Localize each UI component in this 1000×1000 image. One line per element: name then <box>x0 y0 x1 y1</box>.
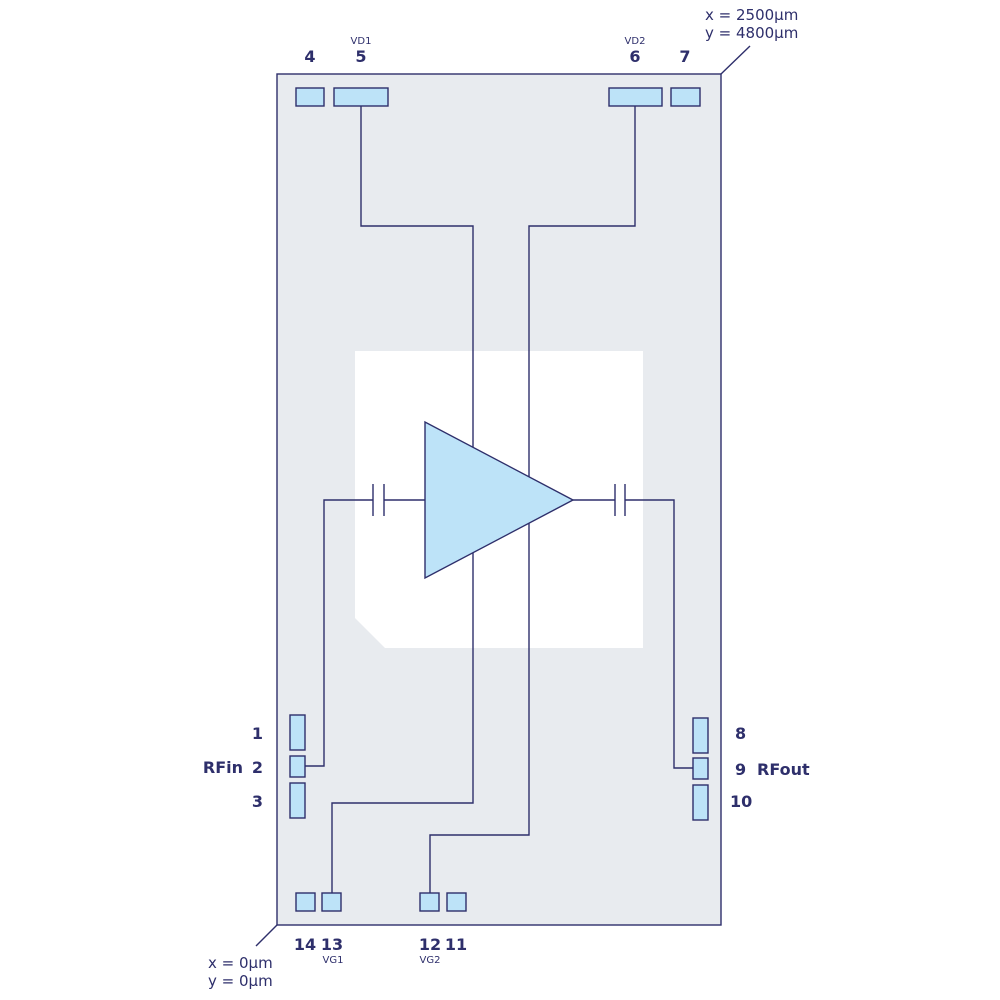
pad-label-7: 7 <box>679 47 690 66</box>
pad-12 <box>419 892 440 912</box>
vg2-label: VG2 <box>420 955 441 966</box>
pad-label-14: 14 <box>294 935 316 954</box>
vd1-wire <box>360 106 474 447</box>
vg1-label: VG1 <box>323 955 344 966</box>
pad-14 <box>295 892 316 912</box>
pad-label-3: 3 <box>252 792 263 811</box>
pad-1 <box>289 714 306 751</box>
pad-label-8: 8 <box>735 724 746 743</box>
pad-4 <box>295 87 325 107</box>
pad-label-5: 5 <box>355 47 366 66</box>
rfout-label: RFout <box>757 760 810 779</box>
pad-label-1: 1 <box>252 724 263 743</box>
pad-2 <box>289 755 306 778</box>
pad-11 <box>446 892 467 912</box>
pad-label-10: 10 <box>730 792 752 811</box>
pad-label-13: 13 <box>321 935 343 954</box>
pad-8 <box>692 717 709 754</box>
pad-label-12: 12 <box>419 935 441 954</box>
vg1-wire <box>331 553 474 893</box>
vd2-label: VD2 <box>625 36 646 47</box>
rfin-label: RFin <box>203 758 243 777</box>
rfin-wire <box>305 499 373 767</box>
pad-label-4: 4 <box>304 47 315 66</box>
rfout-wire <box>625 499 708 769</box>
pad-label-11: 11 <box>445 935 467 954</box>
bottom-corner-leader <box>255 924 278 947</box>
pad-13 <box>321 892 342 912</box>
vd1-label: VD1 <box>351 36 372 47</box>
bottom-coord-x: x = 0µm <box>208 954 273 972</box>
pad-10 <box>692 784 709 821</box>
pad-7 <box>670 87 701 107</box>
pad-label-9: 9 <box>735 760 746 779</box>
pad-9 <box>692 757 709 780</box>
pad-5 <box>333 87 389 107</box>
pad-3 <box>289 782 306 819</box>
amplifier-triangle <box>424 420 575 580</box>
top-coord-x: x = 2500µm <box>705 6 798 24</box>
top-coord-y: y = 4800µm <box>705 24 798 42</box>
top-corner-leader <box>720 45 751 75</box>
bottom-coord-y: y = 0µm <box>208 972 273 990</box>
pad-6 <box>608 87 663 107</box>
vg2-wire <box>429 523 530 893</box>
pad-label-2: 2 <box>252 758 263 777</box>
vd2-wire <box>528 106 636 477</box>
pad-label-6: 6 <box>629 47 640 66</box>
